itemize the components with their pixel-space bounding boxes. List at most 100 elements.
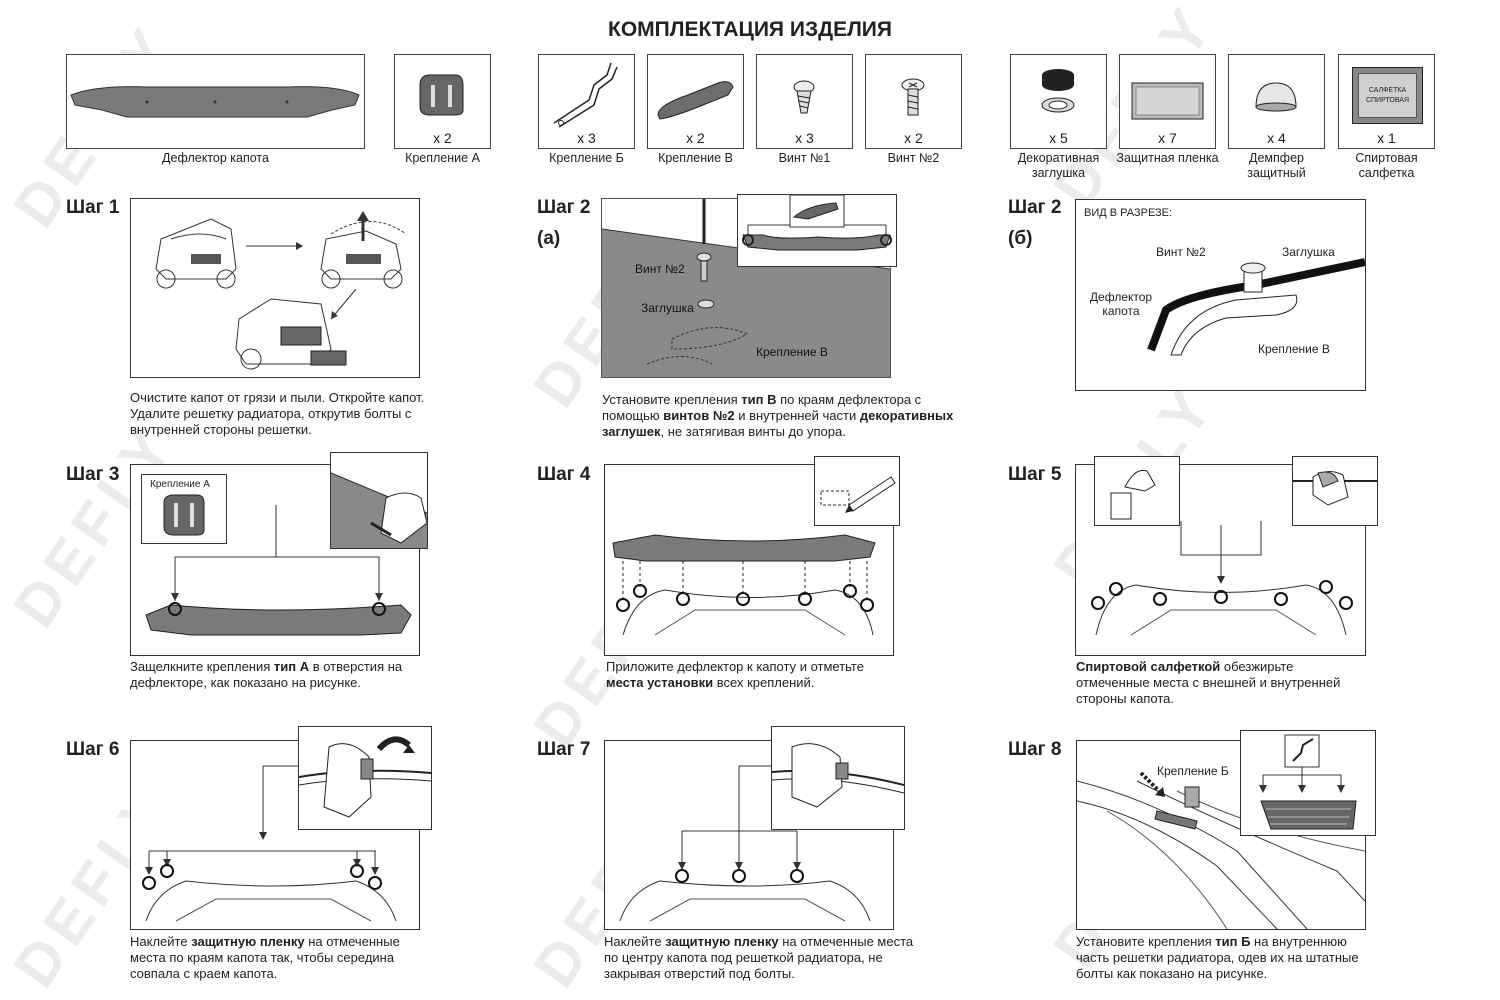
inset-label: Крепление А	[150, 479, 210, 490]
text-emphasis: тип А	[273, 659, 310, 674]
text-part: на внутреннюю часть решетки радиатора, о…	[1076, 934, 1359, 981]
kit-qty: x 2	[904, 130, 923, 146]
step-6-inset-illustration	[299, 736, 431, 818]
step-8-label: Шаг 8	[1008, 739, 1062, 760]
kit-deflector	[66, 54, 365, 149]
text-emphasis: декоративных заглушек	[602, 408, 954, 439]
text-part: Наклейте	[130, 934, 192, 949]
kit-label: Винт №1	[778, 151, 831, 165]
step-7-inset-illustration	[772, 743, 904, 808]
step-4-inset-pencil	[814, 456, 900, 526]
step-5-inset-wipe	[1094, 456, 1180, 526]
step-4-text: Приложите дефлектор к капоту и отметьте …	[606, 659, 896, 691]
step-4-illustration	[612, 534, 876, 636]
text-part: Наклейте	[604, 934, 666, 949]
step-2b-label: Шаг 2	[1008, 197, 1062, 218]
text-part: Защелкните крепления	[130, 659, 274, 674]
step-7-inset-hand	[771, 726, 905, 830]
step-2b-illustration	[1147, 258, 1365, 356]
step-2a-label: Шаг 2	[537, 197, 591, 218]
text-emphasis: защитную пленку	[191, 934, 305, 949]
text-emphasis: места установки	[606, 675, 714, 690]
wipe-hand-icon	[1293, 471, 1377, 506]
callout-deflector: Дефлектор капота	[1089, 290, 1153, 318]
kit-screw-1: x 3	[756, 54, 853, 149]
wipe-packet-icon	[1110, 469, 1156, 520]
step-8-illustration	[1077, 771, 1365, 929]
step-3-inset-mount-a: Крепление А	[141, 474, 227, 544]
step-2b-sublabel: (б)	[1008, 228, 1033, 249]
kit-qty: x 1	[1377, 130, 1396, 146]
step-3-inset-illustration	[331, 472, 427, 548]
kit-qty: x 4	[1267, 130, 1286, 146]
kit-mount-b: x 3	[538, 54, 635, 149]
step-2a-sublabel: (а)	[537, 228, 561, 249]
text-part: в отверстия на дефлекторе, как показано …	[130, 659, 403, 690]
kit-label: Защитная пленка	[1116, 151, 1219, 165]
text-part: по краям дефлектора с помощью	[602, 392, 922, 423]
step-5-illustration	[1091, 521, 1353, 636]
mount-a-icon	[419, 74, 464, 116]
step-7-label: Шаг 7	[537, 739, 591, 760]
callout-mount: Крепление В	[756, 345, 828, 359]
step-1-panel	[130, 198, 420, 378]
kit-label: Декоративная заглушка	[1017, 151, 1100, 180]
screw-1-icon	[793, 80, 815, 114]
kit-label: Дефлектор капота	[162, 151, 269, 165]
mount-v-icon	[657, 81, 734, 120]
mount-a-icon	[163, 494, 205, 536]
step-8-inset-grille	[1240, 730, 1376, 836]
pencil-icon	[820, 476, 896, 513]
step-2a-text: Установите крепления тип В по краям дефл…	[602, 392, 962, 440]
kit-label: Демпфер защитный	[1247, 151, 1306, 180]
kit-decorative-plug: x 5	[1010, 54, 1107, 149]
step-5-label: Шаг 5	[1008, 464, 1062, 485]
plug-icon	[1041, 69, 1075, 113]
step-2a-inset-illustration	[742, 195, 892, 251]
text-part: обезжирьте отмеченные места с внешней и …	[1076, 659, 1341, 706]
callout-screw: Винт №2	[635, 262, 685, 276]
step-3-inset-hand	[330, 452, 428, 549]
step-2b-panel: ВИД В РАЗРЕЗЕ: Винт №2 Заглушка Дефлекто…	[1075, 199, 1366, 391]
wipe-packet-text: САЛФЕТКА СПИРТОВАЯ	[1358, 73, 1417, 118]
text-emphasis: защитную пленку	[665, 934, 779, 949]
kit-damper: x 4	[1228, 54, 1325, 149]
text-part: и внутренней части	[734, 408, 860, 423]
step-1-label: Шаг 1	[66, 197, 120, 218]
kit-qty: x 2	[686, 130, 705, 146]
mount-b-icon	[553, 62, 618, 128]
callout-screw: Винт №2	[1156, 245, 1206, 259]
text-emphasis: тип Б	[1215, 934, 1251, 949]
kit-qty: x 3	[795, 130, 814, 146]
step-2a-inset	[737, 194, 897, 267]
step-5-text: Спиртовой салфеткой обезжирьте отмеченны…	[1076, 659, 1366, 707]
text-part: всех креплений.	[713, 675, 815, 690]
kit-qty: x 3	[577, 130, 596, 146]
text-emphasis: винтов №2	[663, 408, 735, 423]
kit-label: Спиртовая салфетка	[1355, 151, 1418, 180]
step-4-label: Шаг 4	[537, 464, 591, 485]
kit-qty: x 7	[1158, 130, 1177, 146]
kit-alcohol-wipe: САЛФЕТКА СПИРТОВАЯ x 1	[1338, 54, 1435, 149]
callout-plug: Заглушка	[1282, 245, 1335, 259]
kit-qty: x 5	[1049, 130, 1068, 146]
step-6-text: Наклейте защитную пленку на отмеченные м…	[130, 934, 425, 982]
text-emphasis: тип В	[741, 392, 777, 407]
kit-mount-a: x 2	[394, 54, 491, 149]
kit-label: Крепление А	[405, 151, 480, 165]
callout-mount: Крепление В	[1258, 342, 1330, 356]
wipe-packet: САЛФЕТКА СПИРТОВАЯ	[1352, 67, 1423, 124]
kit-mount-v: x 2	[647, 54, 744, 149]
step-6-label: Шаг 6	[66, 739, 120, 760]
kit-label: Винт №2	[887, 151, 940, 165]
step-8-inset-illustration	[1259, 734, 1357, 830]
kit-protective-film: x 7	[1119, 54, 1216, 149]
text-part: на отмеченные места по центру капота под…	[604, 934, 914, 981]
step-6-illustration	[142, 765, 397, 922]
kit-qty: x 2	[433, 130, 452, 146]
damper-icon	[1255, 82, 1297, 112]
step-7-illustration	[619, 765, 871, 922]
step-3-illustration	[145, 505, 412, 636]
step-7-text: Наклейте защитную пленку на отмеченные м…	[604, 934, 924, 982]
step-5-inset-hand	[1292, 456, 1378, 526]
